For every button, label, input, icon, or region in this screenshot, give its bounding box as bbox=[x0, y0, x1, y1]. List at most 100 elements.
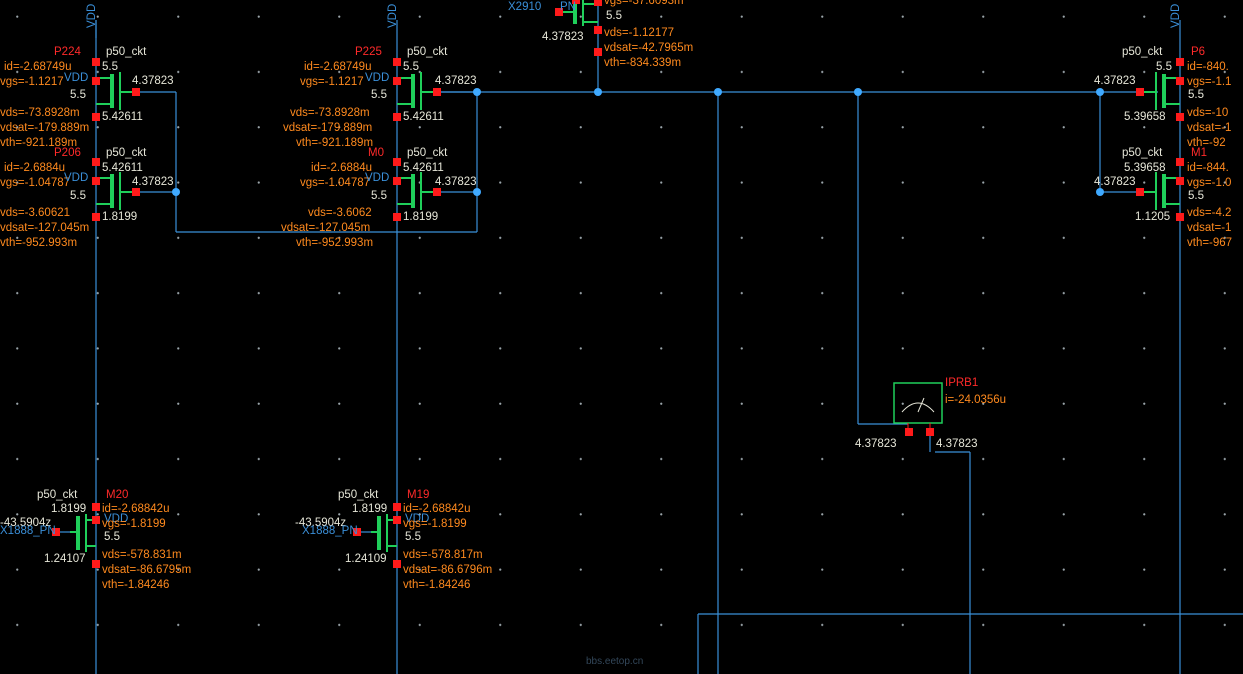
p224-id: id=-2.68749u bbox=[4, 61, 72, 73]
p225-vdsat: vdsat=-179.889m bbox=[283, 122, 373, 134]
p6-bulk-voltage: 5.39658 bbox=[1124, 111, 1166, 123]
m19-vdd-pin: VDD bbox=[405, 513, 430, 525]
m0-device bbox=[397, 172, 437, 210]
iprb1-left-voltage: 4.37823 bbox=[855, 438, 897, 450]
p224-model: p50_ckt bbox=[106, 46, 147, 58]
p224-bulk-voltage: 5.42611 bbox=[102, 111, 143, 123]
p206-device bbox=[96, 172, 136, 210]
p206-vdd-pin: VDD bbox=[64, 172, 89, 184]
iprb1-symbol bbox=[893, 382, 943, 430]
p225-device bbox=[397, 72, 437, 110]
m19-bulk-voltage: 1.24109 bbox=[345, 553, 387, 565]
m20-vdd-pin: VDD bbox=[104, 513, 129, 525]
m19-left-voltage: -43.5904z bbox=[295, 517, 347, 529]
p6-vds: vds=-10 bbox=[1187, 107, 1229, 119]
m19-vth: vth=-1.84246 bbox=[403, 579, 471, 591]
x2910-pin: PN bbox=[560, 1, 576, 13]
iprb1-right-voltage: 4.37823 bbox=[936, 438, 978, 450]
x2910-vth: vth=-834.339m bbox=[604, 57, 682, 69]
p224-drain-voltage: 5.5 bbox=[102, 61, 118, 73]
p206-vth: vth=-952.993m bbox=[0, 237, 78, 249]
p224-vth: vth=-921.189m bbox=[0, 137, 78, 149]
p224-vdsat: vdsat=-179.889m bbox=[0, 122, 90, 134]
p225-bulk-voltage: 5.42611 bbox=[403, 111, 444, 123]
p206-gate-voltage: 4.37823 bbox=[132, 176, 174, 188]
p224-vdd-label: VDD bbox=[86, 3, 98, 28]
p6-model: p50_ckt bbox=[1122, 46, 1163, 58]
m0-vdd-pin: VDD bbox=[365, 172, 390, 184]
p6-device bbox=[1140, 72, 1180, 110]
m1-vgs: vgs=-1.0 bbox=[1187, 177, 1232, 189]
device-bodies bbox=[70, 0, 1180, 552]
m19-instance-name: M19 bbox=[407, 489, 430, 501]
m0-id: id=-2.6884u bbox=[311, 162, 373, 174]
m0-model: p50_ckt bbox=[407, 147, 448, 159]
m1-vdsat: vdsat=-1 bbox=[1187, 222, 1232, 234]
net-wires bbox=[56, 0, 1243, 674]
m19-id: id=-2.68842u bbox=[403, 503, 471, 515]
m0-instance-name: M0 bbox=[368, 147, 384, 159]
m0-top-voltage: 5.42611 bbox=[403, 162, 444, 174]
p225-vgs: vgs=-1.1217 bbox=[300, 76, 364, 88]
p6-vdd-label: VDD bbox=[1170, 3, 1182, 28]
p6-vdsat: vdsat=-1 bbox=[1187, 122, 1232, 134]
p224-vgs: vgs=-1.1217 bbox=[0, 76, 64, 88]
x2910-source-voltage: 5.5 bbox=[606, 10, 622, 22]
p225-drain-voltage: 5.5 bbox=[403, 61, 419, 73]
x2910-vds: vds=-1.12177 bbox=[604, 27, 675, 39]
p225-source-voltage: 5.5 bbox=[371, 89, 387, 101]
m1-vth: vth=-967 bbox=[1187, 237, 1233, 249]
p225-vds: vds=-73.8928m bbox=[290, 107, 370, 119]
p6-vth: vth=-92 bbox=[1187, 137, 1226, 149]
p224-instance-name: P224 bbox=[54, 46, 81, 58]
m19-vds: vds=-578.817m bbox=[403, 549, 483, 561]
m0-vdsat: vdsat=-127.045m bbox=[281, 222, 371, 234]
m0-bulk-voltage: 1.8199 bbox=[403, 211, 439, 223]
p224-vds: vds=-73.8928m bbox=[0, 107, 80, 119]
p206-model: p50_ckt bbox=[106, 147, 147, 159]
p225-model: p50_ckt bbox=[407, 46, 448, 58]
m1-instance-name: M1 bbox=[1191, 147, 1207, 159]
m1-device bbox=[1140, 172, 1180, 210]
x2910-top-param: vgs=-37.6093m bbox=[604, 0, 684, 7]
m0-vgs: vgs=-1.04787 bbox=[300, 177, 371, 189]
p224-source-voltage: 5.5 bbox=[70, 89, 86, 101]
m20-instance-name: M20 bbox=[106, 489, 129, 501]
m19-vgs: vgs=-1.8199 bbox=[403, 518, 467, 530]
p6-drain-voltage: 5.5 bbox=[1156, 61, 1172, 73]
p225-gate-voltage: 4.37823 bbox=[435, 75, 477, 87]
iprb1-instance-name: IPRB1 bbox=[945, 377, 979, 389]
m1-id: id=-844. bbox=[1187, 162, 1229, 174]
m20-id: id=-2.68842u bbox=[102, 503, 170, 515]
m1-top-voltage: 5.39658 bbox=[1124, 162, 1166, 174]
x2910-left-voltage: 4.37823 bbox=[542, 31, 584, 43]
p6-id: id=-840. bbox=[1187, 61, 1229, 73]
net-junctions bbox=[172, 88, 1104, 196]
m20-vth: vth=-1.84246 bbox=[102, 579, 170, 591]
m19-source-voltage: 5.5 bbox=[405, 531, 421, 543]
m20-model: p50_ckt bbox=[37, 489, 78, 501]
m0-source-voltage: 5.5 bbox=[371, 190, 387, 202]
m1-vds: vds=-4.2 bbox=[1187, 207, 1232, 219]
p225-vth: vth=-921.189m bbox=[296, 137, 374, 149]
iprb1-current: i=-24.0356u bbox=[945, 394, 1007, 406]
m19-model: p50_ckt bbox=[338, 489, 379, 501]
p206-vdsat: vdsat=-127.045m bbox=[0, 222, 90, 234]
p225-vdd-label: VDD bbox=[387, 3, 399, 28]
p225-vdd-pin: VDD bbox=[365, 72, 390, 84]
m20-left-voltage: -43.5904z bbox=[0, 517, 52, 529]
m20-bulk-voltage: 1.24107 bbox=[44, 553, 86, 565]
p224-vdd-pin: VDD bbox=[64, 72, 89, 84]
p224-gate-voltage: 4.37823 bbox=[132, 75, 174, 87]
p225-id: id=-2.68749u bbox=[304, 61, 372, 73]
p206-vgs: vgs=-1.04787 bbox=[0, 177, 71, 189]
m20-source-voltage: 5.5 bbox=[104, 531, 120, 543]
x2910-vdsat: vdsat=-42.7965m bbox=[604, 42, 694, 54]
p206-source-voltage: 5.5 bbox=[70, 190, 86, 202]
m0-vth: vth=-952.993m bbox=[296, 237, 374, 249]
m20-device bbox=[70, 514, 96, 552]
p206-vds: vds=-3.60621 bbox=[0, 207, 71, 219]
p6-source-voltage: 5.5 bbox=[1188, 89, 1204, 101]
